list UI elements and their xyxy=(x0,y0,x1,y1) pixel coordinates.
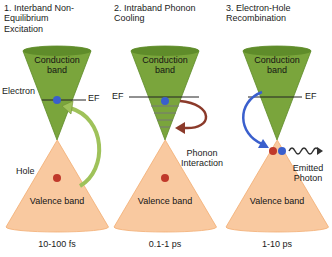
recombination-arrowhead xyxy=(258,139,269,148)
fermi-level-label: EF xyxy=(112,91,128,101)
time-scale: 10-100 fs xyxy=(17,239,97,249)
cone-body xyxy=(6,140,108,232)
panel-heading: 3. Electron-Hole Recombination xyxy=(226,3,316,24)
fermi-level-label: EF xyxy=(88,93,108,103)
recombination-arrow xyxy=(243,92,262,144)
text-run: Valence band xyxy=(250,196,304,206)
cone-rim xyxy=(131,46,199,56)
particle-label: Hole xyxy=(16,166,40,176)
time-scale: 1-10 ps xyxy=(237,239,317,249)
phonon-arrowhead xyxy=(175,122,185,134)
process-label: Emitted Photon xyxy=(286,163,330,184)
cone-body xyxy=(226,140,328,232)
panel-heading: 2. Intraband Phonon Cooling xyxy=(114,3,198,24)
cone-shape xyxy=(226,140,328,232)
cone-body xyxy=(243,46,311,140)
valence-band-label: Valence band xyxy=(231,140,323,206)
conduction-band-label: Conduction band xyxy=(136,46,194,76)
particle-label: Electron xyxy=(2,86,42,96)
phonon-arrow xyxy=(180,101,206,128)
text-run: Valence band xyxy=(30,196,84,206)
cone-body xyxy=(131,46,199,140)
valence-band-cone: Valence band xyxy=(226,140,328,232)
time-scale: 0.1-1 ps xyxy=(125,239,205,249)
text-run: Conduction band xyxy=(34,55,80,75)
cone-rim xyxy=(23,46,91,56)
photon-arrowhead xyxy=(317,147,323,155)
panel-heading: 1. Interband Non-Equilibrium Excitation xyxy=(4,3,88,34)
conduction-band-cone: Conduction band xyxy=(243,46,311,140)
conduction-band-label: Conduction band xyxy=(28,46,86,76)
process-label: Phonon Interaction xyxy=(176,148,228,169)
photon-wave xyxy=(289,148,319,154)
text-run: Conduction band xyxy=(142,55,188,75)
text-run: Conduction band xyxy=(254,55,300,75)
fermi-level-label: EF xyxy=(305,91,325,101)
valence-band-cone: Valence band xyxy=(6,140,108,232)
conduction-band-label: Conduction band xyxy=(248,46,306,76)
cone-shape xyxy=(6,140,108,232)
conduction-band-cone: Conduction band xyxy=(131,46,199,140)
cone-rim xyxy=(243,46,311,56)
text-run: Valence band xyxy=(138,196,192,206)
